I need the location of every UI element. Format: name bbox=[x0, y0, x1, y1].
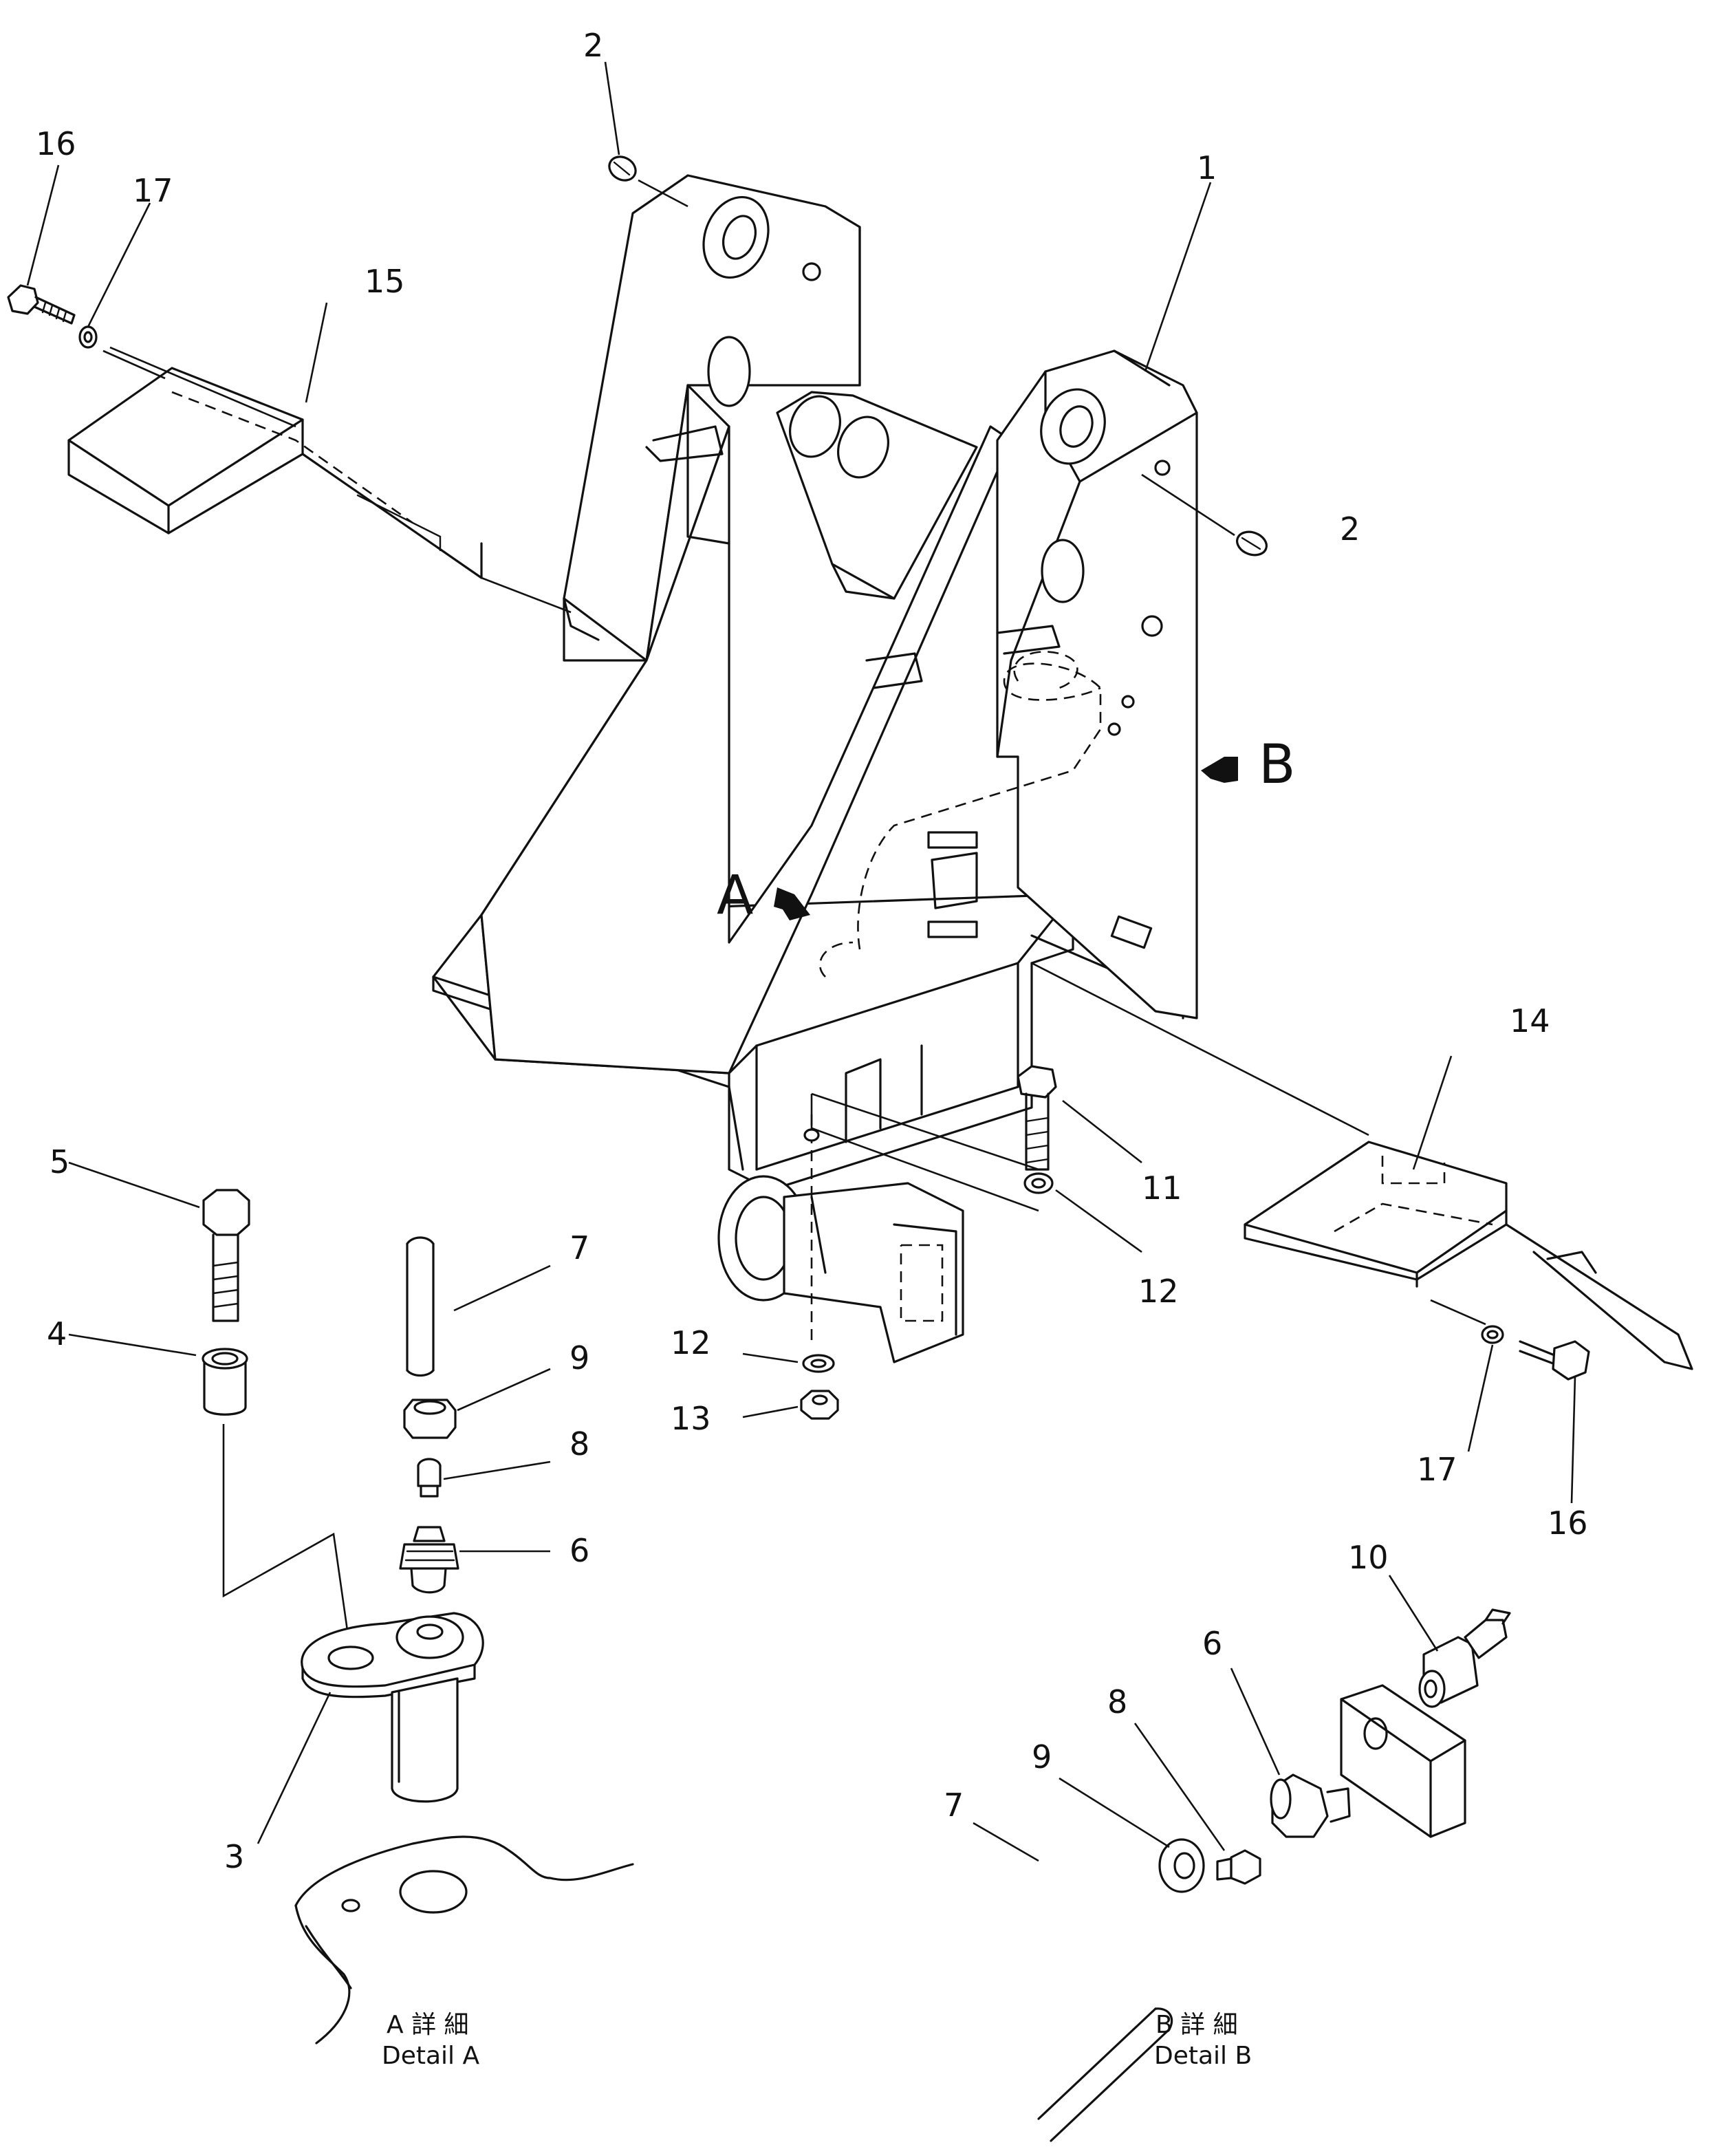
callout-10: 10 bbox=[1348, 1539, 1389, 1576]
callout-9-detail-b: 9 bbox=[1032, 1738, 1052, 1776]
callout-14: 14 bbox=[1510, 1002, 1550, 1039]
callout-6-detail-b: 6 bbox=[1202, 1625, 1222, 1662]
callout-4: 4 bbox=[47, 1315, 67, 1352]
callout-5: 5 bbox=[50, 1143, 69, 1180]
callout-11: 11 bbox=[1142, 1169, 1182, 1207]
main-leaders bbox=[26, 61, 1576, 1504]
callout-12-right: 12 bbox=[1138, 1273, 1179, 1310]
callout-9-detail-a: 9 bbox=[569, 1339, 589, 1377]
callout-2-top: 2 bbox=[583, 27, 603, 64]
callout-1: 1 bbox=[1197, 149, 1217, 186]
part-2-plugs bbox=[608, 155, 1268, 557]
callout-2-right: 2 bbox=[1340, 510, 1360, 548]
view-marker-a: A bbox=[717, 865, 753, 927]
detail-a bbox=[68, 1161, 634, 2044]
view-arrow-b bbox=[1201, 757, 1238, 783]
detail-a-caption-jp: A 詳 細 bbox=[387, 2011, 469, 2039]
washer-12-nut-13 bbox=[742, 1352, 839, 1420]
part-15-cover-plate bbox=[67, 346, 600, 641]
callout-13: 13 bbox=[671, 1400, 711, 1437]
callout-16-left: 16 bbox=[36, 125, 76, 162]
fasteners-16-17-left bbox=[7, 284, 166, 380]
view-marker-b: B bbox=[1259, 734, 1296, 796]
callout-17-left: 17 bbox=[133, 172, 173, 209]
callout-6-detail-a: 6 bbox=[569, 1532, 589, 1569]
part-14-cover-plate bbox=[1031, 962, 1693, 1370]
callout-7-detail-b: 7 bbox=[944, 1787, 964, 1824]
callout-8-detail-a: 8 bbox=[569, 1425, 589, 1463]
cylinder-bracket bbox=[717, 1175, 964, 1363]
detail-a-caption-en: Detail A bbox=[382, 2042, 479, 2070]
callout-3: 3 bbox=[224, 1838, 244, 1875]
bolt-11-washer-12 bbox=[803, 1065, 1142, 1341]
detail-b-caption-en: Detail B bbox=[1154, 2042, 1252, 2070]
callout-8-detail-b: 8 bbox=[1107, 1683, 1127, 1720]
callout-15: 15 bbox=[365, 263, 405, 300]
main-frame bbox=[432, 174, 1198, 1191]
callout-17-right: 17 bbox=[1417, 1451, 1457, 1488]
callout-16-right: 16 bbox=[1548, 1504, 1588, 1542]
fasteners-16-17-right bbox=[1430, 1299, 1590, 1381]
detail-b-caption-jp: B 詳 細 bbox=[1155, 2011, 1238, 2039]
detail-b bbox=[973, 1575, 1511, 2142]
view-arrow-a bbox=[774, 887, 810, 920]
callout-12-left: 12 bbox=[671, 1324, 711, 1361]
callout-7-detail-a: 7 bbox=[569, 1229, 589, 1266]
